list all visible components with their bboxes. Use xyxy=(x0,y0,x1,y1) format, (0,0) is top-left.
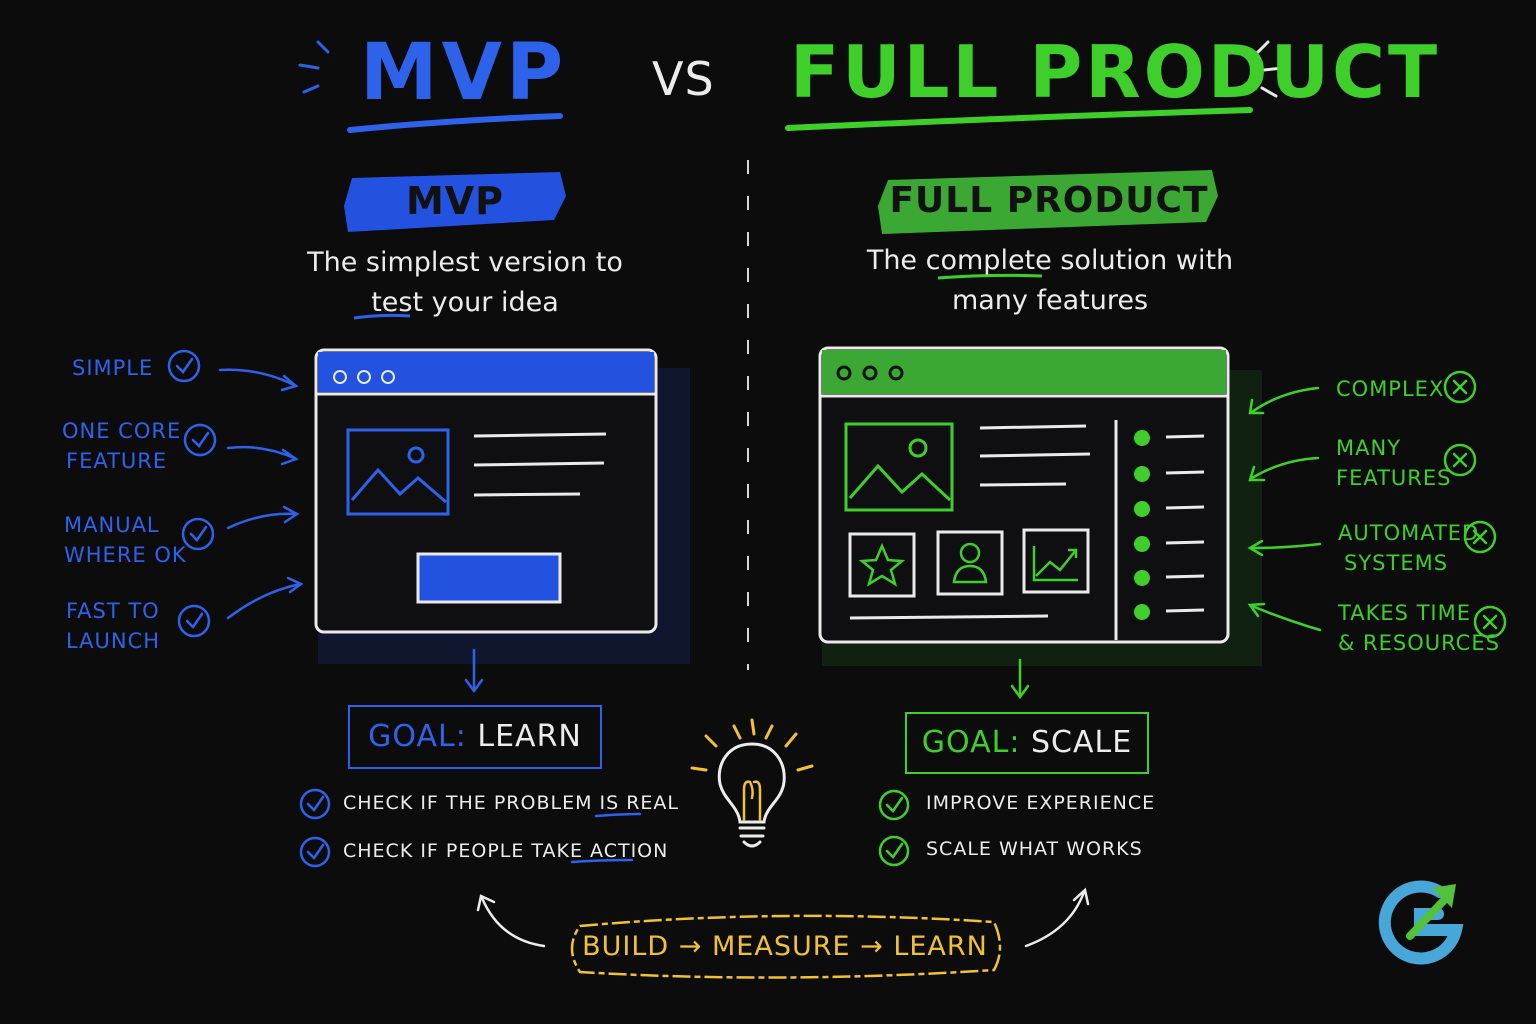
full-image-icon xyxy=(844,422,954,512)
lightbulb-icon xyxy=(690,718,814,848)
full-desc-word-the: The xyxy=(866,245,918,276)
arrow-icon xyxy=(226,582,302,620)
full-goal-value: SCALE xyxy=(1031,725,1133,760)
complete-word: complete xyxy=(925,245,1052,276)
mvp-window xyxy=(314,348,690,664)
check-circle-icon xyxy=(177,604,211,638)
mvp-image-icon xyxy=(346,428,450,516)
mvp-feature-manual: MANUAL WHERE OK xyxy=(64,513,187,567)
arrow-icon xyxy=(218,368,296,387)
mvp-goal-prefix: GOAL: xyxy=(368,719,467,754)
mvp-check-action: CHECK IF PEOPLE TAKE ACTION xyxy=(343,840,669,862)
mvp-check-problem: CHECK IF THE PROBLEM IS REAL xyxy=(343,792,679,814)
mvp-goal-value: LEARN xyxy=(477,719,582,754)
mvp-window-button xyxy=(416,552,562,604)
full-title-underline xyxy=(785,107,1253,131)
full-product-badge: FULL PRODUCT xyxy=(889,180,1209,221)
arrow-icon xyxy=(226,512,298,530)
bml-oval xyxy=(570,914,1002,979)
full-product-description: The complete solution with many features xyxy=(860,241,1240,321)
full-product-title: FULL PRODUCT xyxy=(790,30,1441,114)
full-feature-time: TAKES TIME & RESOURCES xyxy=(1338,601,1500,655)
arrow-icon xyxy=(1250,604,1322,632)
full-feature-automated: AUTOMATED SYSTEMS xyxy=(1338,521,1480,575)
full-goal-prefix: GOAL: xyxy=(921,725,1021,760)
mvp-title-sparks xyxy=(298,40,330,94)
x-circle-icon xyxy=(1443,370,1477,404)
arrow-icon xyxy=(1250,386,1320,414)
mvp-description-rest: your idea xyxy=(431,287,559,318)
x-circle-icon xyxy=(1443,443,1477,477)
vs-label: VS xyxy=(652,52,715,106)
mvp-description: The simplest version to test your idea xyxy=(300,243,630,323)
check-circle-icon xyxy=(181,517,215,551)
full-window xyxy=(818,346,1262,666)
chart-icon xyxy=(1032,546,1078,582)
full-check-experience: IMPROVE EXPERIENCE xyxy=(926,792,1156,814)
mvp-feature-fast: FAST TO LAUNCH xyxy=(66,599,161,653)
star-icon xyxy=(858,542,906,587)
check-circle-icon xyxy=(167,349,201,383)
mvp-feature-one-core: ONE CORE FEATURE xyxy=(62,419,182,473)
mvp-badge-brush xyxy=(344,172,566,232)
full-badge-brush xyxy=(878,170,1218,234)
complete-underline xyxy=(937,273,1043,280)
arrow-icon xyxy=(1250,542,1322,550)
arrow-icon xyxy=(1250,456,1320,480)
full-title-sparks xyxy=(1256,40,1284,98)
mvp-title-underline xyxy=(347,113,563,133)
x-circle-icon xyxy=(1473,605,1507,639)
mvp-description-line1: The simplest version to xyxy=(307,247,623,278)
check-circle-icon xyxy=(878,835,910,867)
full-check-scale: SCALE WHAT WORKS xyxy=(926,838,1143,860)
full-feature-many: MANY FEATURES xyxy=(1336,436,1452,490)
mvp-badge: MVP xyxy=(405,179,505,223)
mvp-goal-box: GOAL: LEARN xyxy=(348,705,602,769)
check-circle-icon xyxy=(299,836,331,868)
user-icon xyxy=(952,542,988,584)
check-circle-icon xyxy=(299,788,331,820)
test-word: test xyxy=(371,287,424,318)
check-circle-icon xyxy=(183,423,217,457)
logo-icon xyxy=(1378,880,1464,965)
mvp-title: MVP xyxy=(360,28,568,118)
sidebar-list xyxy=(1134,430,1205,620)
arrow-icon xyxy=(226,445,296,460)
build-measure-learn-loop: BUILD → MEASURE → LEARN xyxy=(582,931,988,962)
full-goal-box: GOAL: SCALE xyxy=(905,712,1149,774)
full-desc-rest: solution with xyxy=(1060,245,1234,276)
x-circle-icon xyxy=(1463,520,1497,554)
mvp-feature-simple: SIMPLE xyxy=(72,356,154,380)
check-circle-icon xyxy=(878,789,910,821)
full-feature-complex: COMPLEX xyxy=(1336,377,1445,401)
test-underline xyxy=(353,313,411,320)
loop-arrows xyxy=(476,887,1090,948)
full-description-line2: many features xyxy=(951,285,1149,316)
